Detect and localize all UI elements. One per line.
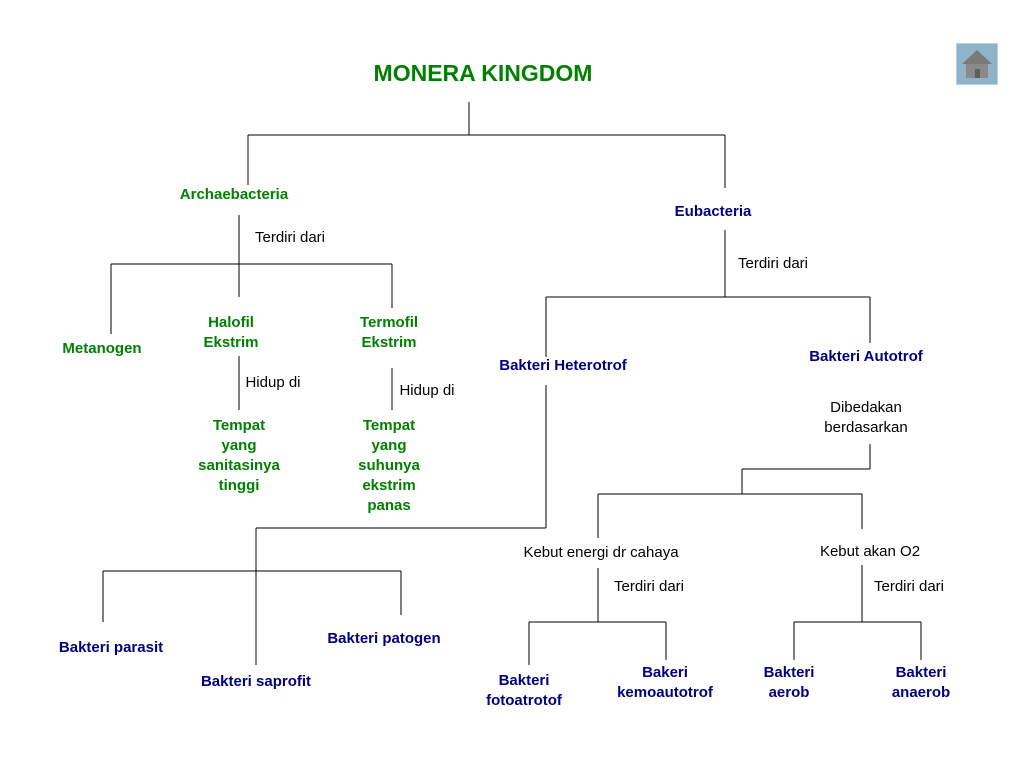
label-line: Bakteri [498,672,550,689]
label-line: Bakeri [642,664,688,681]
label-line: Bakteri [763,664,815,681]
label-line: berdasarkan [824,419,908,436]
label-line: Termofil [359,314,419,331]
terdiri-dari-archae: Terdiri dari [254,229,326,246]
metanogen-label: Metanogen [62,340,142,357]
label-line: Dibedakan [830,399,902,416]
label-line: kemoautotrof [617,684,713,701]
archaebacteria-label: Archaebacteria [179,186,289,203]
label-line: Tempat [212,417,266,434]
label-line: suhunya [358,457,420,474]
label-line: yang [221,437,257,454]
bakteri-parasit-label: Bakteri parasit [58,639,164,656]
label-line: Ekstrim [203,334,259,351]
label-line: anaerob [891,684,951,701]
hidup-di-halofil: Hidup di [245,374,301,391]
label-line: aerob [768,684,810,701]
kebut-energi-cahaya: Kebut energi dr cahaya [523,544,679,561]
label-line: yang [371,437,407,454]
label-line: Bakteri [895,664,947,681]
label-line: sanitasinya [198,457,280,474]
tempat-sanitasi-label: Tempat yang sanitasinya tinggi [198,416,280,496]
terdiri-dari-cahaya: Terdiri dari [613,578,685,595]
tempat-suhu-label: Tempat yang suhunya ekstrim panas [358,416,420,516]
home-button[interactable] [956,43,998,85]
label-line: panas [367,497,411,514]
home-icon [962,50,992,78]
kebut-akan-o2: Kebut akan O2 [819,543,921,560]
label-line: Tempat [362,417,416,434]
bakteri-fotoatrotof-label: Bakteri fotoatrotof [486,671,562,711]
dibedakan-berdasarkan: Dibedakan berdasarkan [824,398,907,438]
hidup-di-termofil: Hidup di [399,382,455,399]
bakteri-anaerob-label: Bakteri anaerob [892,663,950,703]
bakteri-autotrof-label: Bakteri Autotrof [809,348,923,365]
terdiri-dari-eubacteria: Terdiri dari [737,255,809,272]
label-line: tinggi [218,477,260,494]
label-line: Halofil [208,314,254,331]
eubacteria-label: Eubacteria [674,203,752,220]
bakteri-heterotrof-label: Bakteri Heterotrof [499,357,627,374]
label-line: Ekstrim [361,334,417,351]
bakteri-patogen-label: Bakteri patogen [327,630,441,647]
page-title: MONERA KINGDOM [373,60,593,86]
bakteri-aerob-label: Bakteri aerob [764,663,815,703]
label-line: fotoatrotof [486,692,562,709]
terdiri-dari-o2: Terdiri dari [873,578,945,595]
label-line: ekstrim [362,477,416,494]
bakeri-kemoautotrof-label: Bakeri kemoautotrof [617,663,713,703]
bakteri-saprofit-label: Bakteri saprofit [200,673,312,690]
